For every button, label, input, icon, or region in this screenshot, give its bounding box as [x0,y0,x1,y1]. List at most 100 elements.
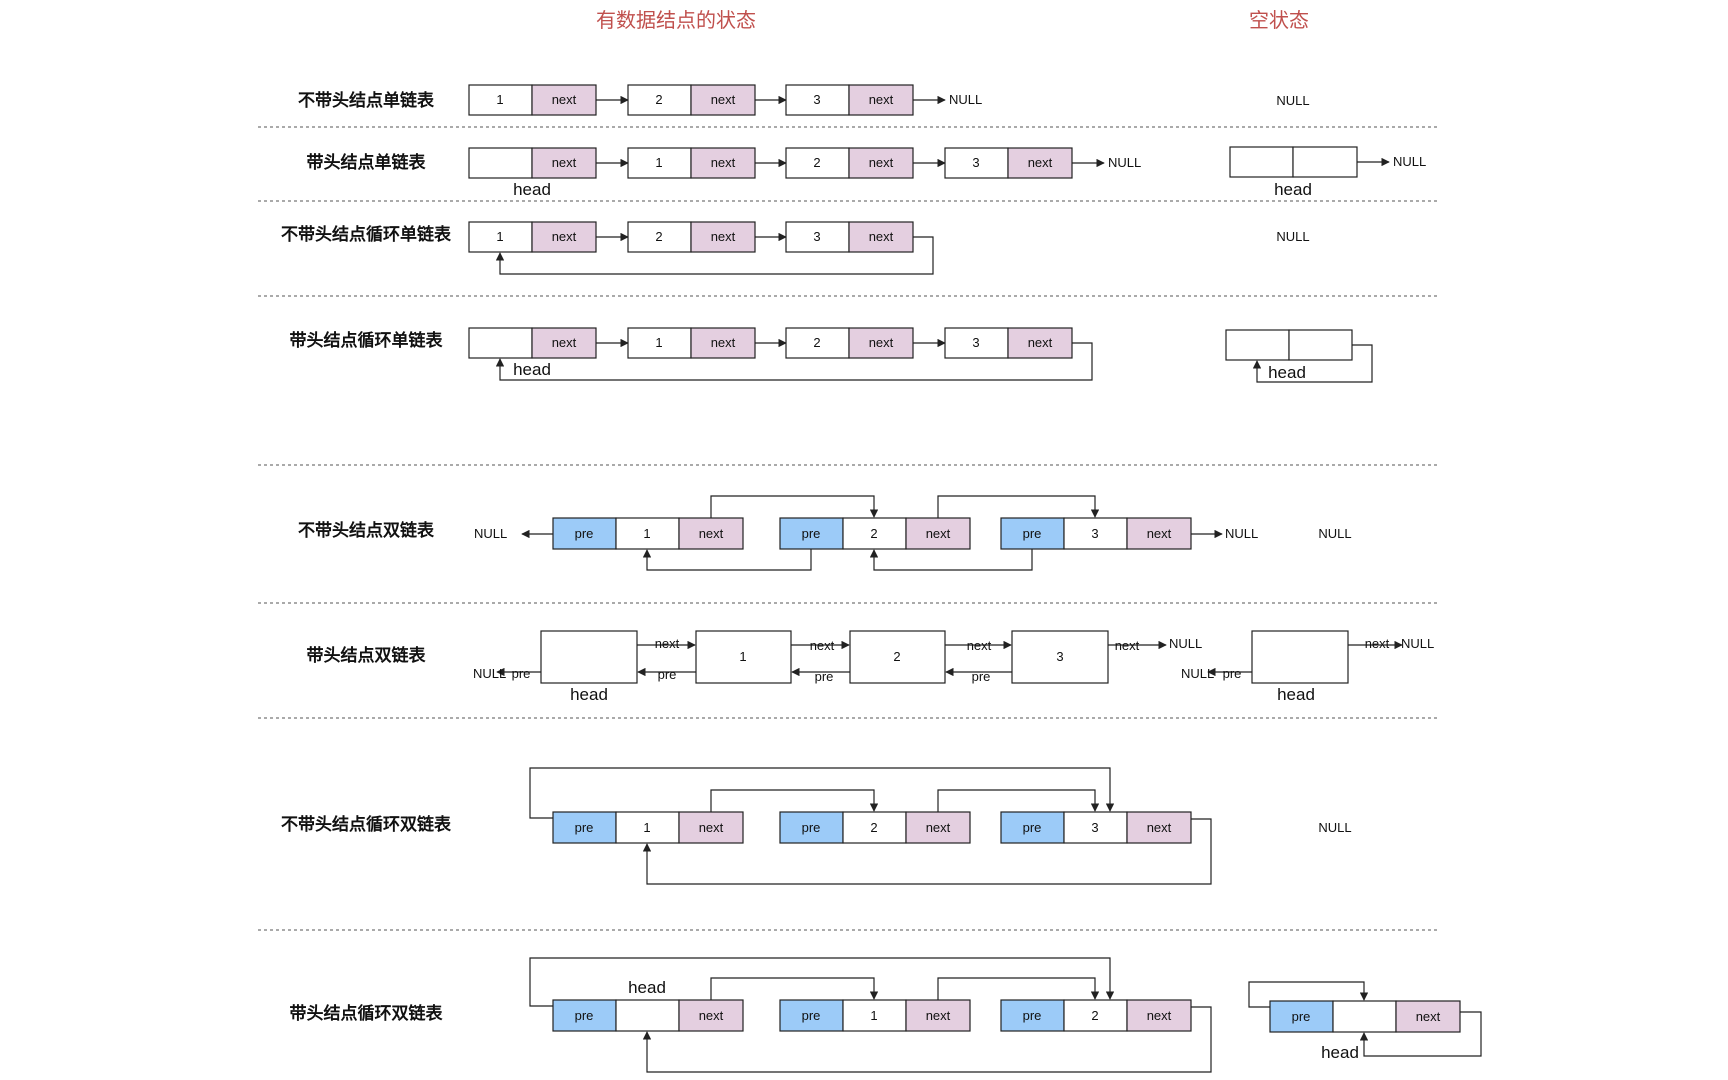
svg-text:2: 2 [870,526,877,541]
null-left-label: NULL [474,526,507,541]
svg-text:pre: pre [815,669,834,684]
row-7-diagram: pre 1 next pre 2 next pre 3 next NULL [529,767,1352,885]
svg-text:1: 1 [496,92,503,107]
null-right-label: NULL [1225,526,1258,541]
svg-text:next: next [926,820,951,835]
row-label-4: 带头结点循环单链表 [290,330,444,350]
empty-head-node [1225,329,1353,361]
head-label: head [513,360,551,379]
empty-head-label: head [1268,363,1306,382]
empty-head-node [1229,146,1358,178]
svg-text:pre: pre [1023,820,1042,835]
svg-text:1: 1 [643,820,650,835]
svg-text:1: 1 [655,335,662,350]
svg-text:next: next [699,1008,724,1023]
svg-text:1: 1 [643,526,650,541]
row-4-diagram: next head 1 next 2 next 3 next [468,327,1373,383]
svg-text:next: next [1115,638,1140,653]
svg-text:2: 2 [655,229,662,244]
svg-text:next: next [1147,526,1172,541]
row-label-6: 带头结点双链表 [307,645,427,665]
empty-null-label: NULL [1318,526,1351,541]
svg-text:pre: pre [575,1008,594,1023]
node-2: 2 next [785,327,914,359]
empty-head-node: pre next [1269,1000,1461,1033]
svg-text:3: 3 [1091,526,1098,541]
svg-text:pre: pre [512,666,531,681]
svg-text:next: next [967,638,992,653]
node-3: 3 [1011,630,1109,684]
svg-text:2: 2 [655,92,662,107]
null-right-label: NULL [1169,636,1202,651]
svg-text:next: next [1147,1008,1172,1023]
head-label: head [513,180,551,199]
svg-text:pre: pre [802,1008,821,1023]
empty-head-label: head [1277,685,1315,704]
svg-text:next: next [1365,636,1390,651]
row-label-2: 带头结点单链表 [307,152,427,172]
empty-head-node [1251,630,1349,684]
svg-text:pre: pre [1223,666,1242,681]
svg-text:next: next [810,638,835,653]
svg-text:next: next [1147,820,1172,835]
row-8-diagram: pre next head pre 1 next pre 2 next [529,957,1482,1073]
svg-text:3: 3 [813,229,820,244]
node-2: pre 2 next [1000,999,1192,1032]
svg-text:next: next [711,92,736,107]
row-label-8: 带头结点循环双链表 [290,1003,444,1023]
svg-text:pre: pre [575,820,594,835]
empty-head-label: head [1274,180,1312,199]
svg-text:next: next [552,229,577,244]
svg-text:next: next [1416,1009,1441,1024]
node-2: 2 next [627,221,756,253]
svg-text:2: 2 [893,649,900,664]
empty-null-left: NULL [1181,666,1214,681]
null-left-label: NULL [473,666,506,681]
row-6-diagram: head 1 2 3 next next next next NULL pre … [473,630,1434,704]
node-2: 2 next [785,147,914,179]
row-3-diagram: 1 next 2 next 3 next NULL [468,221,1310,275]
svg-text:pre: pre [972,669,991,684]
svg-text:2: 2 [1091,1008,1098,1023]
svg-text:pre: pre [802,526,821,541]
svg-text:2: 2 [870,820,877,835]
head-node: next [468,147,597,179]
svg-text:next: next [711,229,736,244]
empty-null-label: NULL [1276,229,1309,244]
svg-text:next: next [552,155,577,170]
node-3: 3 next [785,84,914,116]
node-1: 1 next [627,327,756,359]
head-label: head [628,978,666,997]
head-node: pre next [552,999,744,1032]
svg-text:next: next [869,155,894,170]
node-2: 2 next [627,84,756,116]
svg-text:2: 2 [813,335,820,350]
svg-text:next: next [869,229,894,244]
node-3: pre 3 next [1000,517,1192,550]
node-1: 1 [695,630,792,684]
svg-text:pre: pre [1292,1009,1311,1024]
node-2: pre 2 next [779,517,971,550]
node-1: 1 next [468,84,597,116]
head-label: head [570,685,608,704]
empty-head-label: head [1321,1043,1359,1062]
svg-text:3: 3 [1056,649,1063,664]
empty-null-label: NULL [1318,820,1351,835]
svg-text:next: next [699,526,724,541]
row-2-diagram: next head 1 next 2 next 3 next NULL [468,146,1426,199]
svg-text:next: next [869,92,894,107]
node-2: 2 [849,630,946,684]
header-empty: 空状态 [1249,9,1309,32]
svg-text:1: 1 [655,155,662,170]
row-label-5: 不带头结点双链表 [298,520,435,540]
svg-text:next: next [869,335,894,350]
svg-text:2: 2 [813,155,820,170]
node-3: pre 3 next [1000,811,1192,844]
svg-text:next: next [655,636,680,651]
row-1-diagram: 1 next 2 next 3 next NULL NULL [468,84,1310,116]
svg-text:pre: pre [802,820,821,835]
svg-text:next: next [711,335,736,350]
empty-null-label: NULL [1276,93,1309,108]
head-node: next [468,327,597,359]
